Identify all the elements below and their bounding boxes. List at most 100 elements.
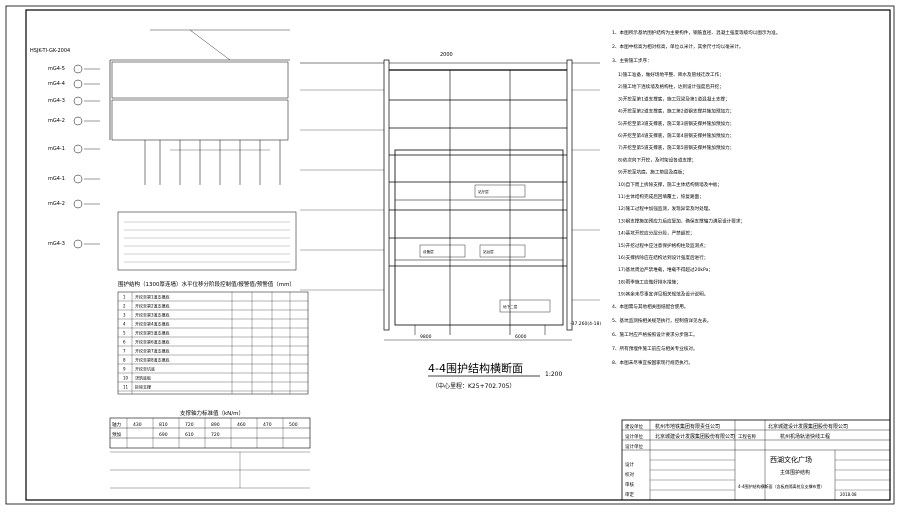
note-line: 18)雨季施工应做好排水措施； [618, 278, 681, 285]
note-line: 19)其余未尽事宜详见相关规范及设计说明。 [618, 291, 708, 298]
note-line: 11)主体结构完成后回填覆土，恢复路面； [618, 193, 704, 200]
monitor-point-icon [73, 199, 83, 209]
tb-label: 工程名称 [738, 433, 756, 440]
stage-number: 4 [123, 322, 126, 327]
drawing-subtitle: 主体围护结构 [780, 469, 810, 476]
note-line: 3、主要施工步序： [612, 57, 652, 64]
stage-number: 5 [123, 331, 126, 336]
stage-number: 2 [123, 304, 126, 309]
legend-item: mG4-2 [48, 116, 100, 126]
left-diaphragm-wall [383, 59, 390, 331]
legend-item: mG4-3 [48, 239, 100, 249]
floor-label: 地下二层 [503, 304, 518, 309]
tb-label: 设计 [625, 461, 634, 468]
note-line: 17)基坑周边严禁堆载，堆载不得超过20kPa； [618, 266, 713, 273]
dimension-label: 6000 [515, 334, 527, 340]
axial-value: 470 [263, 422, 272, 428]
legend-item: mG4-3 [48, 96, 100, 106]
note-line: 12)施工过程中加强监测，发现异常及时处理。 [618, 205, 713, 212]
axial-row-label: 轴力 [112, 421, 121, 428]
note-line: 8)依次向下开挖，及时架设各道支撑； [618, 156, 696, 163]
svg-text:mG4-4: mG4-4 [48, 81, 65, 87]
section-scale: 1:200 [545, 371, 562, 378]
stage-number: 3 [123, 313, 126, 318]
note-line: 9)开挖至坑底，施工垫层及底板； [618, 169, 687, 176]
stage-number: 8 [123, 358, 126, 363]
legend-item: mG4-1 [48, 144, 100, 154]
note-line: 10)自下而上拆除支撑，施工主体结构侧墙及中板； [618, 181, 722, 188]
stage-number: 7 [123, 349, 126, 354]
floor-label: 站厅层 [478, 189, 489, 194]
design-notes: 1、本图所示基坑围护结构为主要构件，钢筋直径、混凝土强度等级均以图示为准。 2、本… [612, 29, 780, 366]
note-line: 1)施工准备，做好场地平整、降水及管线迁改工作； [618, 71, 724, 78]
preload-value: 690 [159, 432, 168, 438]
note-line: 2)施工地下连续墙及格构柱，达到设计强度后开挖； [618, 83, 724, 90]
floor-label: 设备层 [423, 249, 434, 254]
stage-description: 开挖至第3道支撑底 [135, 312, 170, 318]
svg-text:mG4-5: mG4-5 [48, 66, 65, 72]
note-line: 2、本图中标高为相对标高，单位以米计，其余尺寸均以毫米计。 [612, 43, 744, 50]
preload-value: 610 [185, 432, 194, 438]
stage-number: 1 [123, 295, 126, 300]
legend-item: mG4-2 [48, 199, 100, 209]
section-title: 4-4围护结构横断面 [428, 361, 523, 375]
project-name: 杭州机场轨道快线工程 [780, 433, 830, 440]
stage-description: 拆除支撑 [135, 384, 151, 390]
stage-description: 开挖至第4道支撑底 [135, 321, 170, 327]
tb-label: 建设单位 [625, 423, 643, 430]
station-name: 西湖文化广场 [770, 455, 812, 464]
tb-label: 校对 [625, 471, 634, 478]
axial-value: 810 [159, 422, 168, 428]
right-diaphragm-wall [566, 59, 573, 331]
stage-number: 11 [123, 385, 129, 390]
axial-table-title: 支撑轴力标准值（kN/m） [180, 409, 244, 417]
note-line: 16)支撑拆除应在结构达到设计强度后进行； [618, 254, 708, 261]
plan-view [109, 29, 290, 185]
monitor-point-icon [73, 79, 83, 89]
axial-value: 890 [211, 422, 220, 428]
elevation-label: -37.260(4-18) [570, 321, 601, 327]
svg-text:mG4-2: mG4-2 [48, 201, 65, 207]
cross-section: 2000 站厅层 设备层 站台层 地下二层 9800 6000 -37.260(… [300, 52, 601, 341]
main-structure [394, 149, 564, 326]
center-mileage: （中心里程：K25+702.705） [432, 382, 515, 390]
stage-description: 开挖至第5道支撑底 [135, 330, 170, 336]
legend-item: mG4-4 [48, 79, 100, 89]
soil-layers-right [572, 89, 600, 301]
title-block: 建设单位 设计单位 设计单位 设计 校对 审核 审定 杭州市地铁集团有限责任公司… [621, 419, 891, 501]
monitor-point-icon [73, 64, 83, 74]
svg-text:mG4-1: mG4-1 [48, 146, 65, 152]
tb-label: 审核 [625, 481, 634, 488]
stage-description: 开挖至第2道支撑底 [135, 303, 170, 309]
monitoring-legend: mG4-5 mG4-4 mG4-3 mG4-2 mG4-1 mG4-1 [48, 64, 100, 249]
svg-text:mG4-1: mG4-1 [48, 176, 65, 182]
monitor-point-icon [73, 174, 83, 184]
note-line: 13)钢支撑施加预应力后应复加，确保支撑轴力满足设计要求； [618, 217, 745, 224]
note-line: 7、所有预埋件施工前应与相关专业核对。 [612, 345, 698, 352]
stage-number: 9 [123, 367, 126, 372]
drawing-name: 4-4围护结构横断面（含板底隔离桩及支撑布置） [738, 483, 825, 489]
outer-frame [5, 5, 895, 505]
stage-description: 开挖至坑底 [135, 366, 155, 372]
drawing-code: HSJK-TI-GK-2004 [30, 48, 70, 54]
svg-text:mG4-2: mG4-2 [48, 118, 65, 124]
design-company: 北京城建设计发展集团股份有限公司 [655, 433, 735, 440]
stage-description: 浇筑底板 [135, 375, 151, 381]
stage-description: 开挖至第8道支撑底 [135, 357, 170, 363]
note-line: 8、本图未尽事宜按国家现行规范执行。 [612, 359, 693, 366]
note-line: 6)开挖至第4道支撑底，施工第4道钢支撑并施加预加力； [618, 132, 734, 139]
legend-item: mG4-5 [48, 64, 100, 74]
note-line: 15)开挖过程中应注意保护格构柱及监测点； [618, 242, 708, 249]
sheet-date: 2018.08 [840, 492, 857, 497]
note-line: 5)开挖至第3道支撑底，施工第3道钢支撑并施加预加力； [618, 120, 734, 127]
design-company-2: 北京城建设计发展集团股份有限公司 [768, 423, 848, 430]
note-line: 3)开挖至第1道支撑底，施工冠梁及第1道混凝土支撑； [618, 95, 730, 102]
note-line: 1、本图所示基坑围护结构为主要构件，钢筋直径、混凝土强度等级均以图示为准。 [612, 29, 780, 36]
monitor-point-icon [73, 144, 83, 154]
